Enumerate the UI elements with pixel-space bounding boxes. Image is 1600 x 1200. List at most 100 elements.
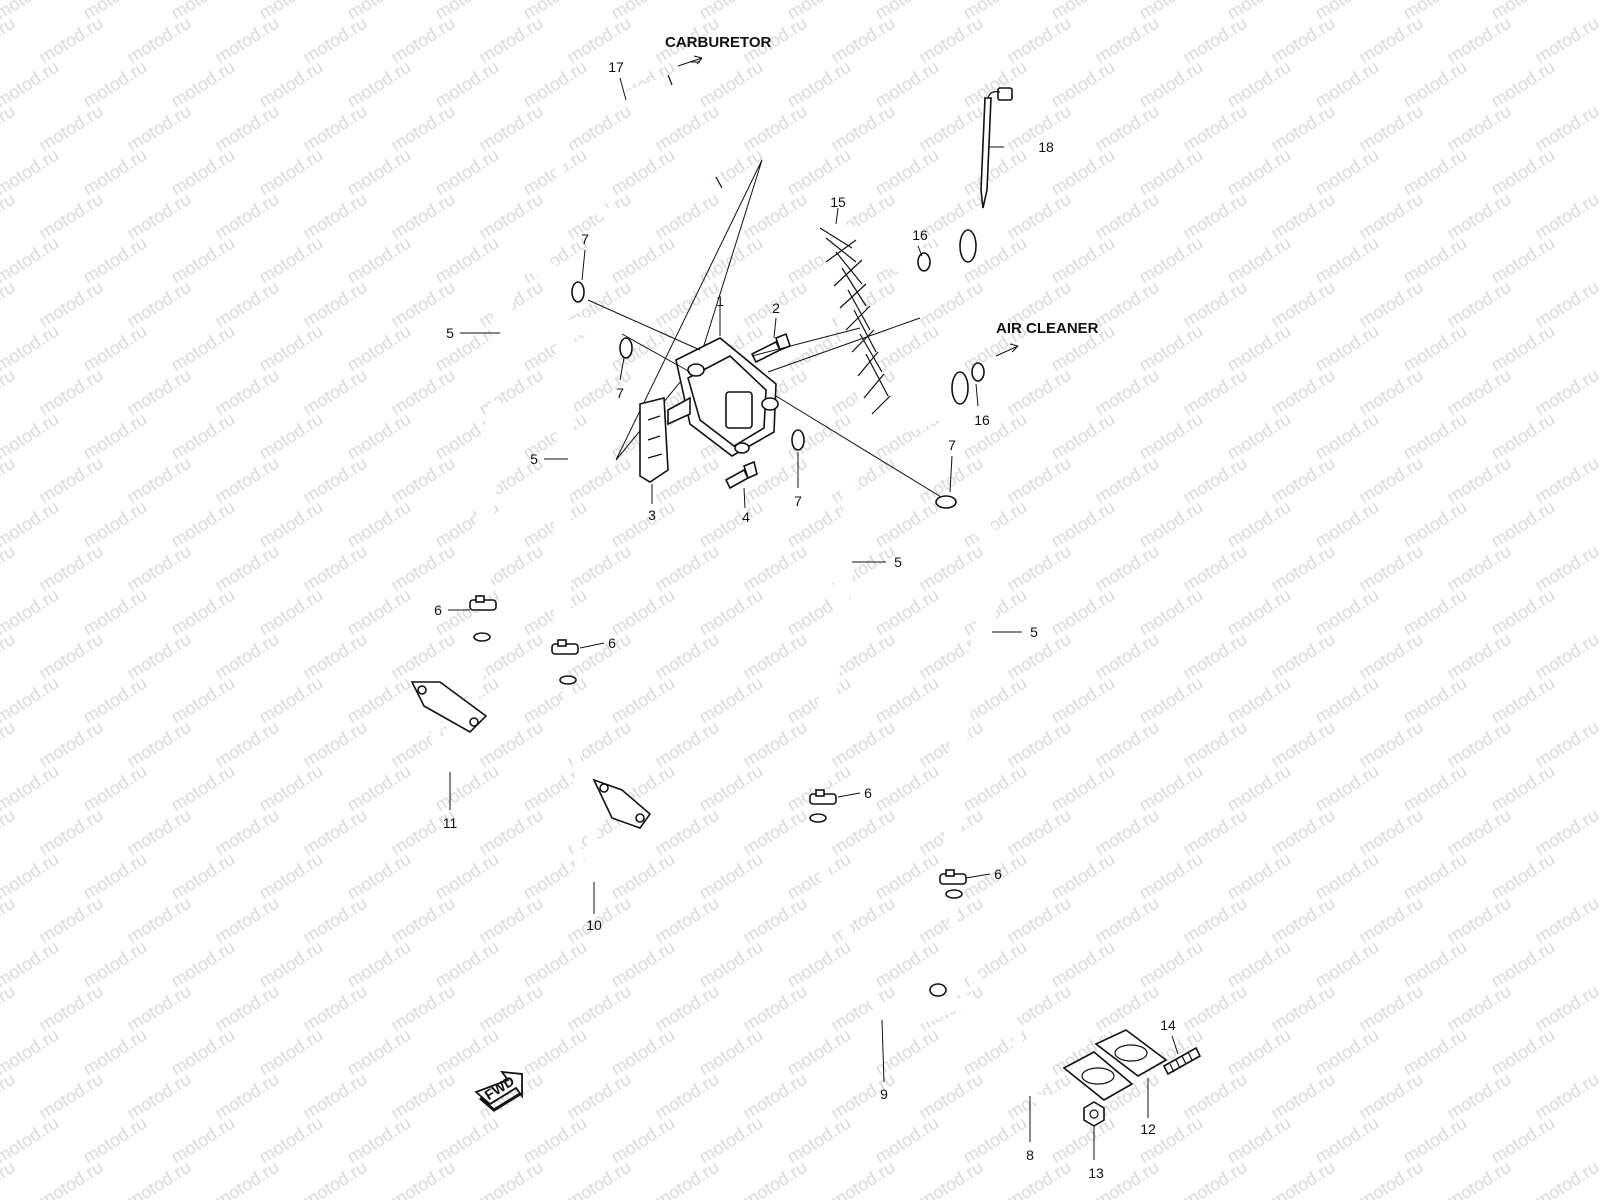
part-4-bolt <box>724 460 758 490</box>
watermark-text: motod.ru <box>124 1157 195 1200</box>
watermark-text: motod.ru <box>0 541 18 596</box>
watermark-text: motod.ru <box>1532 893 1600 948</box>
watermark-text: motod.ru <box>0 673 62 728</box>
label-carburetor: CARBURETOR <box>665 34 772 51</box>
pipe-8 <box>929 889 1105 1106</box>
watermark-text: motod.ru <box>0 1157 18 1200</box>
watermark-text: motod.ru <box>0 1025 62 1080</box>
watermark-text: motod.ru <box>1180 1157 1251 1200</box>
watermark-text: motod.ru <box>1532 13 1600 68</box>
watermark-text: motod.ru <box>1532 629 1600 684</box>
clamp-6b <box>551 639 579 655</box>
watermark-text: motod.ru <box>1444 1157 1515 1200</box>
hose-17 <box>554 74 725 219</box>
callout-8: 8 <box>1026 1147 1034 1163</box>
watermark-text: motod.ru <box>0 321 62 376</box>
pipe-9 <box>809 813 975 1027</box>
watermark-text: motod.ru <box>0 233 62 288</box>
watermark-text: motod.ru <box>1356 1157 1427 1200</box>
watermark-text: motod.ru <box>0 629 18 684</box>
watermark-text: motod.ru <box>1532 277 1600 332</box>
watermark-text: motod.ru <box>212 1157 283 1200</box>
arrow-air-cleaner <box>995 343 1019 357</box>
watermark-text: motod.ru <box>0 101 18 156</box>
watermark-text: motod.ru <box>1532 1069 1600 1124</box>
hose-5b <box>552 316 615 627</box>
part-3-bracket <box>639 396 669 483</box>
callout-18: 18 <box>1038 139 1054 155</box>
arrow-carburetor-head <box>677 55 703 67</box>
watermark-text: motod.ru <box>916 1157 987 1200</box>
callout-1: 1 <box>716 293 724 309</box>
callout-3: 3 <box>648 507 656 523</box>
watermark-text: motod.ru <box>0 805 18 860</box>
watermark-text: motod.ru <box>652 1157 723 1200</box>
callout-4: 4 <box>742 509 750 525</box>
watermark-text: motod.ru <box>0 585 62 640</box>
callout-14: 14 <box>1160 1017 1176 1033</box>
watermark-text: motod.ru <box>0 145 62 200</box>
callout-12: 12 <box>1140 1121 1156 1137</box>
pipe-11 <box>410 632 491 775</box>
watermark-text: motod.ru <box>1532 541 1600 596</box>
callout-5c: 5 <box>894 554 902 570</box>
watermark-text: motod.ru <box>0 1113 62 1168</box>
callout-7d: 7 <box>948 437 956 453</box>
callout-16a: 16 <box>912 227 928 243</box>
callout-9: 9 <box>880 1086 888 1102</box>
label-air-cleaner: AIR CLEANER <box>996 320 1099 337</box>
leader-lines <box>448 77 1179 1160</box>
hose-15 <box>805 223 983 433</box>
watermark-text: motod.ru <box>1532 365 1600 420</box>
clamp-16a <box>917 252 931 272</box>
part-13-nut <box>1083 1101 1105 1127</box>
clamp-7a <box>571 281 585 303</box>
callouts: 17 18 15 16 16 1 2 3 4 7 7 7 7 5 5 5 5 6… <box>434 59 1176 1181</box>
clamp-16b <box>971 362 985 382</box>
clamp-7c <box>791 429 805 451</box>
watermark-text: motod.ru <box>0 57 62 112</box>
part-1-reed-valve <box>667 337 779 457</box>
callout-15: 15 <box>830 194 846 210</box>
watermark-text: motod.ru <box>388 1157 459 1200</box>
callout-16b: 16 <box>974 412 990 428</box>
watermark-text: motod.ru <box>0 453 18 508</box>
callout-11: 11 <box>443 815 458 831</box>
clamp-7b <box>619 337 633 359</box>
watermark-text: motod.ru <box>0 277 18 332</box>
hose-5c <box>807 453 861 789</box>
part-14-stud <box>1162 1046 1202 1076</box>
watermark-text: motod.ru <box>0 189 18 244</box>
watermark-text: motod.ru <box>0 937 62 992</box>
watermark-text: motod.ru <box>1268 1157 1339 1200</box>
callout-5b: 5 <box>530 451 538 467</box>
watermark-text: motod.ru <box>828 1157 899 1200</box>
watermark-text: motod.ru <box>476 1157 547 1200</box>
hose-5d <box>943 513 1005 865</box>
callout-5a: 5 <box>446 325 454 341</box>
callout-6a: 6 <box>434 602 442 618</box>
watermark-text: motod.ru <box>1532 805 1600 860</box>
part-18-clip <box>980 87 1013 209</box>
watermark-text: motod.ru <box>0 761 62 816</box>
callout-7a: 7 <box>581 231 589 247</box>
watermark-text: motod.ru <box>740 1157 811 1200</box>
callout-2: 2 <box>772 300 780 316</box>
watermark-text: motod.ru <box>300 1157 371 1200</box>
clamp-6c <box>809 789 837 805</box>
watermark-text: motod.ru <box>1004 1157 1075 1200</box>
callout-7b: 7 <box>616 385 624 401</box>
callout-17: 17 <box>608 59 624 75</box>
pipe-10 <box>559 675 652 885</box>
watermark-text: motod.ru <box>0 717 18 772</box>
clamp-6d <box>939 869 967 885</box>
callout-6d: 6 <box>994 866 1002 882</box>
clamp-6a <box>469 595 497 611</box>
callout-7c: 7 <box>794 493 802 509</box>
watermark-text: motod.ru <box>0 1069 18 1124</box>
watermark-text: motod.ru <box>0 13 18 68</box>
watermark-text: motod.ru <box>1532 981 1600 1036</box>
